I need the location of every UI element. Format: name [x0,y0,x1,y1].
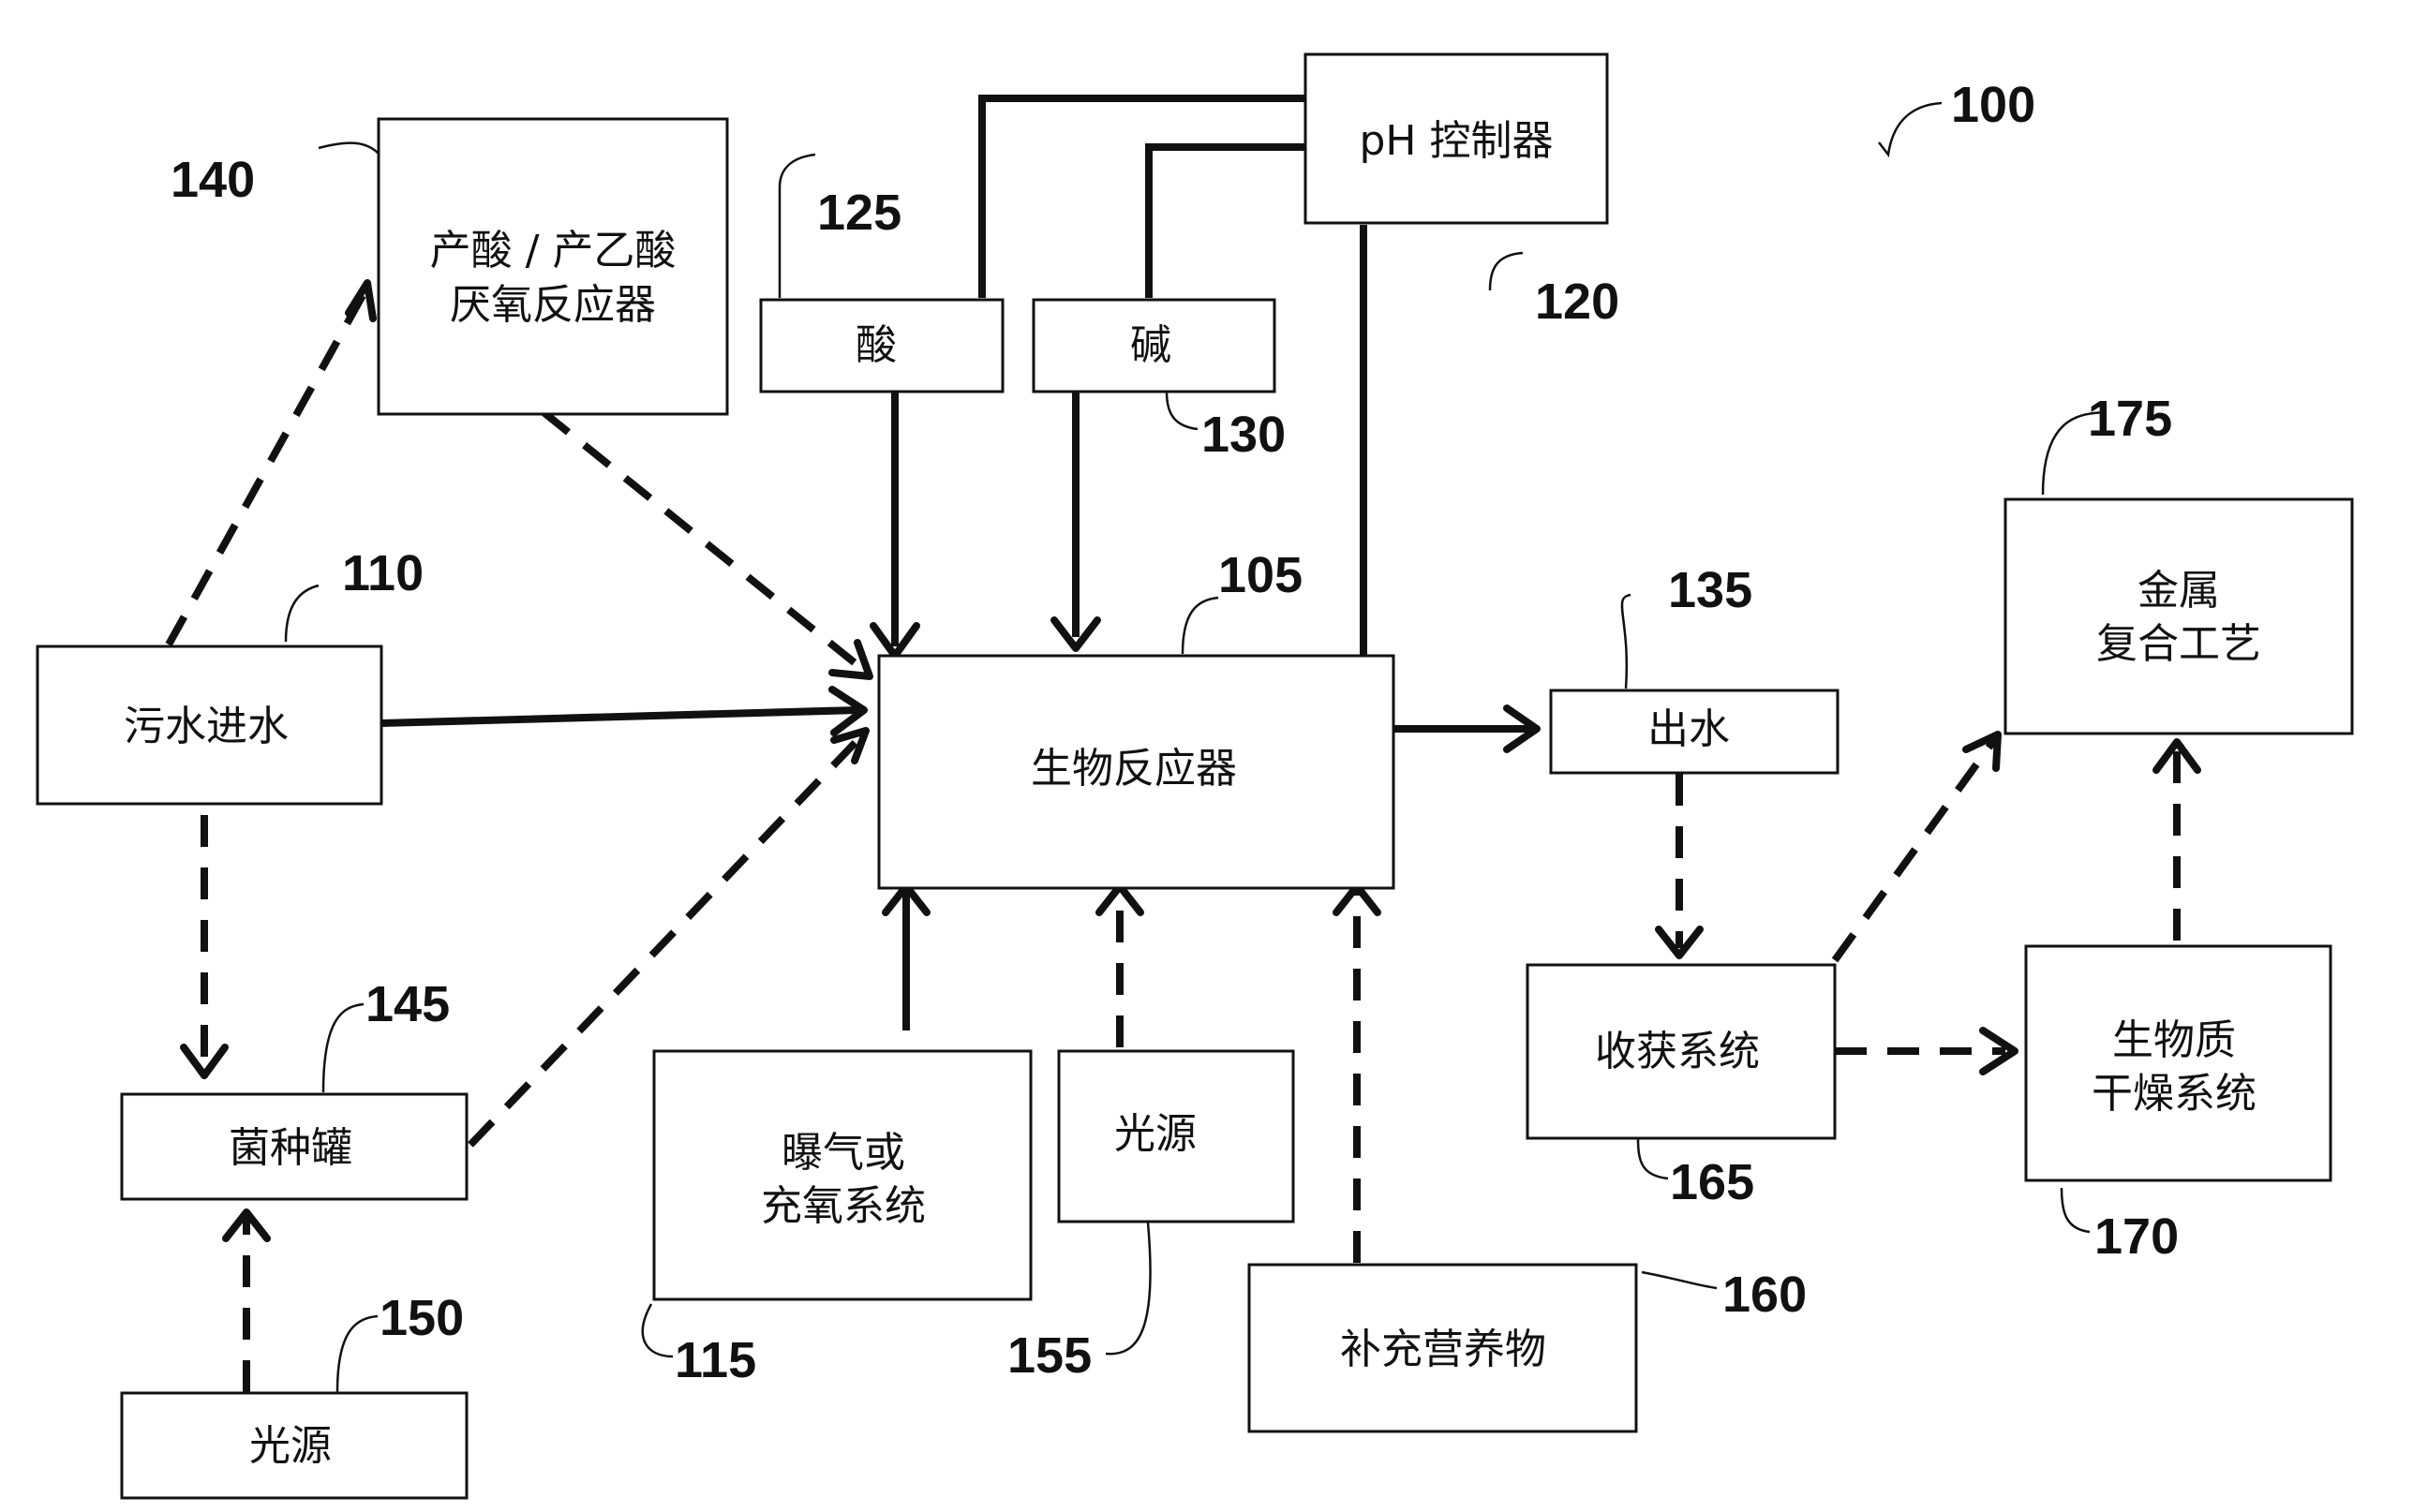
node-label-line: 金属 [2137,567,2220,615]
node-nutrient-supplement: 补充营养物 [1247,1263,1638,1433]
node-label-line: 酸 [856,321,897,369]
node-label-line: 生物反应器 [1031,745,1237,793]
edge-harvest-to-metal [1831,737,1998,963]
ref-105: 105 [1218,547,1303,603]
node-acid: 酸 [759,298,1005,393]
node-label-line: 出水 [1647,705,1730,753]
node-light-source-center: 光源 [1057,1049,1295,1223]
ref-160: 160 [1722,1267,1807,1323]
node-label-line: 生物质 [2112,1016,2236,1064]
ref-170: 170 [2094,1208,2179,1265]
node-inoculum-tank: 菌种罐 [120,1092,469,1201]
node-label-line: pH 控制器 [1359,117,1553,165]
node-effluent: 出水 [1549,689,1840,775]
node-wastewater-inlet: 污水进水 [36,645,383,806]
node-bioreactor: 生物反应器 [877,654,1395,890]
node-base: 碱 [1032,298,1276,393]
ref-110: 110 [342,545,424,601]
figure-number: 100 [1951,77,2035,133]
node-aeration-system: 曝气或 充氧系统 [652,1049,1033,1301]
edge-inoculum-to-bioreactor [468,733,865,1148]
node-label-line: 复合工艺 [2096,620,2261,668]
reference-numerals: 100 140 125 120 130 110 105 135 175 145 … [171,77,2179,1388]
node-label-line: 光源 [249,1422,332,1470]
node-label-line: 曝气或 [782,1129,905,1177]
node-harvest-system: 收获系统 [1526,963,1837,1140]
edge-acid-reactor-to-bioreactor [541,408,870,676]
ref-155: 155 [1007,1327,1092,1384]
node-ph-controller: pH 控制器 [1303,52,1609,225]
node-label-line: 充氧系统 [761,1182,926,1230]
node-label-line: 收获系统 [1595,1028,1760,1075]
node-label-line: 干燥系统 [2092,1070,2257,1118]
ref-135: 135 [1668,562,1752,618]
edge-ph-controller-to-acid [978,95,1305,298]
edge-wastewater-to-acid-reactor [165,289,369,646]
node-label-line: 厌氧反应器 [450,281,656,329]
node-biomass-drying-system: 生物质 干燥系统 [2024,944,2332,1182]
node-label-line: 碱 [1130,321,1171,369]
ref-145: 145 [365,976,450,1032]
node-label-line: 光源 [1114,1110,1197,1158]
leader-lines [284,101,2105,1393]
ref-120: 120 [1535,274,1619,330]
node-light-source-left: 光源 [120,1391,469,1500]
ref-115: 115 [675,1332,756,1388]
node-metal-complexing-process: 金属 复合工艺 [2003,497,2354,735]
edge-ph-controller-to-base [1145,143,1305,298]
ref-165: 165 [1670,1154,1754,1210]
edge-wastewater-to-bioreactor [380,706,858,727]
ref-140: 140 [171,152,255,208]
node-label-line: 污水进水 [124,703,289,750]
ref-150: 150 [380,1290,464,1346]
ref-130: 130 [1201,407,1286,463]
ref-125: 125 [817,185,901,241]
node-acid-acetogenic-reactor: 产酸 / 产乙酸 厌氧反应器 [377,117,729,416]
connectors [165,95,2201,1392]
node-label-line: 补充营养物 [1340,1326,1546,1373]
node-label-line: 产酸 / 产乙酸 [430,227,677,274]
ref-175: 175 [2088,391,2172,447]
node-label-line: 菌种罐 [229,1124,352,1172]
